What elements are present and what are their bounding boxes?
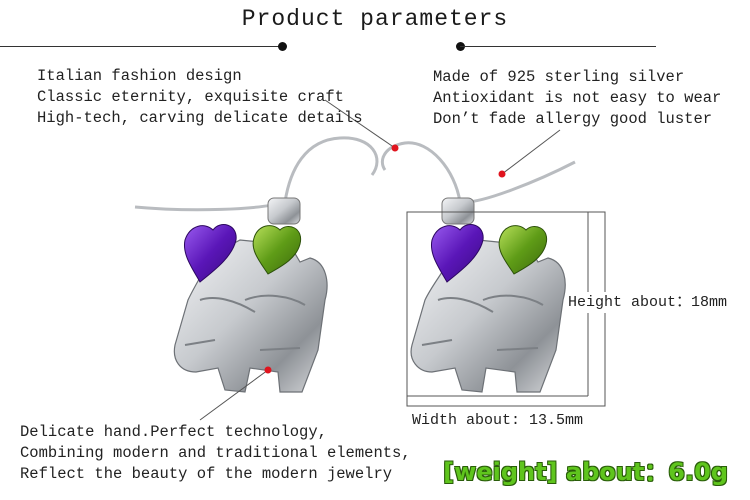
feature-text: Delicate hand.Perfect technology, [20, 423, 327, 441]
left-earring [134, 136, 379, 393]
feature-text: Made of 925 sterling silver [433, 68, 685, 86]
feature-text: High-tech, carving delicate details [37, 109, 363, 127]
left-feature-list: Italian fashion design Classic eternity,… [37, 66, 363, 129]
feature-text: Don’t fade allergy good luster [433, 110, 713, 128]
right-earring [380, 141, 576, 393]
weight-label: [weight] about：6.0g [443, 458, 728, 486]
feature-text: Combining modern and traditional element… [20, 444, 411, 462]
title-rule-left [0, 46, 282, 47]
bottom-feature-list: Delicate hand.Perfect technology, Combin… [20, 422, 411, 485]
feature-text: Reflect the beauty of the modern jewelry [20, 465, 393, 483]
feature-text: Antioxidant is not easy to wear [433, 89, 722, 107]
right-feature-list: Made of 925 sterling silver Antioxidant … [433, 67, 721, 130]
height-label: Height about：18mm [566, 292, 730, 313]
callout-line-top-left [324, 99, 396, 149]
feature-text: Classic eternity, exquisite craft [37, 88, 344, 106]
callout-line-top-right [501, 129, 561, 175]
width-label: Width about: 13.5mm [412, 412, 584, 429]
title-dot-left [278, 42, 287, 51]
page-title: Product parameters [241, 6, 509, 32]
marker-dot [264, 366, 272, 374]
callout-line-bottom [199, 369, 269, 421]
marker-dot [498, 170, 506, 178]
feature-text: Italian fashion design [37, 67, 242, 85]
title-rule-right [460, 46, 656, 47]
marker-dot [391, 144, 399, 152]
